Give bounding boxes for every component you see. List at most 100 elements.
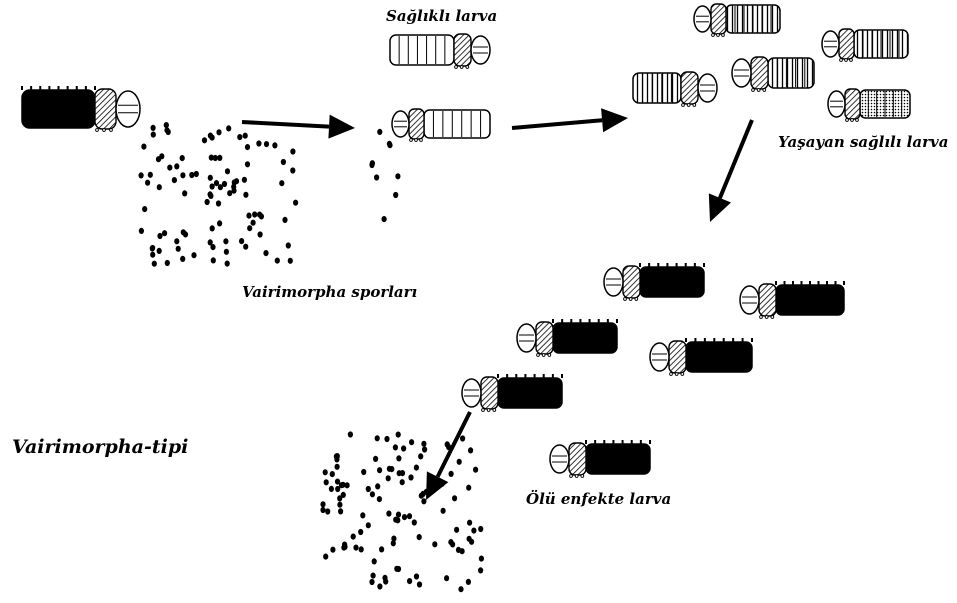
arrow-spores-to-larva — [242, 115, 355, 139]
spore-dot — [396, 432, 401, 438]
spore-dot — [369, 162, 374, 168]
surviving-larva-4 — [732, 57, 814, 91]
spore-cloud-top — [139, 122, 299, 267]
spore-dot — [396, 511, 401, 517]
spore-dot — [414, 573, 419, 579]
surviving-larva-2 — [822, 29, 908, 61]
surviving-larva-3 — [633, 72, 717, 106]
spore-dot — [139, 172, 144, 178]
spore-dot — [288, 258, 293, 264]
spore-dot — [180, 172, 185, 178]
spore-dot — [337, 502, 342, 508]
spore-dot — [412, 519, 417, 525]
spore-dot — [194, 171, 199, 177]
spore-dot — [234, 178, 239, 184]
spore-dot — [174, 238, 179, 244]
spore-dot — [157, 248, 162, 254]
spore-dot — [389, 466, 394, 472]
spore-dot — [290, 148, 295, 154]
spore-dot — [387, 142, 392, 148]
spore-dot — [286, 242, 291, 248]
spore-dot — [257, 212, 262, 218]
spore-dot — [449, 471, 454, 477]
spore-dot — [467, 520, 472, 526]
spore-dot — [348, 431, 353, 437]
spore-dot — [247, 225, 252, 231]
spore-dot — [243, 244, 248, 250]
spore-dot — [275, 258, 280, 264]
spore-dot — [393, 517, 398, 523]
spore-dot — [377, 496, 382, 502]
dead-larva-5 — [462, 374, 562, 411]
spore-dot — [225, 261, 230, 267]
diagram-title: Vairimorpha-tipi — [12, 436, 188, 458]
spore-cloud-small — [369, 129, 400, 222]
spore-dot — [366, 522, 371, 528]
spore-dot — [377, 467, 382, 473]
spore-dot — [176, 246, 181, 252]
spore-dot — [264, 141, 269, 147]
spore-dot — [150, 245, 155, 251]
spore-dot — [263, 250, 268, 256]
spore-groups — [139, 122, 485, 592]
spore-dot — [339, 482, 344, 488]
spore-dot — [323, 469, 328, 475]
spore-dot — [252, 211, 257, 217]
spore-dot — [466, 579, 471, 585]
spore-dot — [407, 513, 412, 519]
spore-dot — [282, 217, 287, 223]
spore-dot — [407, 578, 412, 584]
spore-dot — [224, 249, 229, 255]
spore-dot — [251, 220, 256, 226]
spore-dot — [226, 125, 231, 131]
spore-dot — [218, 184, 223, 190]
spore-dot — [395, 173, 400, 179]
spore-dot — [342, 542, 347, 548]
arrow-to-survivors — [512, 108, 628, 132]
spore-dot — [145, 180, 150, 186]
healthy-larva-label: Sağlıklı larva — [386, 7, 497, 25]
spore-dot — [139, 228, 144, 234]
arrows-group — [242, 108, 752, 500]
spore-dot — [223, 238, 228, 244]
spore-dot — [417, 534, 422, 540]
spore-dot — [375, 483, 380, 489]
spore-dot — [401, 445, 406, 451]
spore-dot — [384, 436, 389, 442]
spore-dot — [281, 159, 286, 165]
spore-dot — [150, 252, 155, 258]
spore-dot — [141, 144, 146, 150]
spore-dot — [402, 514, 407, 520]
spore-dot — [460, 435, 465, 441]
spore-dot — [372, 558, 377, 564]
spore-dot — [338, 508, 343, 514]
spore-dot — [396, 566, 401, 572]
spore-dot — [351, 534, 356, 540]
spore-dot — [246, 213, 251, 219]
spore-dot — [377, 129, 382, 135]
spore-dot — [164, 122, 169, 128]
spore-dot — [408, 474, 413, 480]
spore-dot — [191, 252, 196, 258]
spore-dot — [174, 163, 179, 169]
spore-dot — [217, 220, 222, 226]
spore-dot — [391, 540, 396, 546]
spore-dot — [329, 486, 334, 492]
spore-dot — [211, 257, 216, 263]
dead-larva-6 — [550, 440, 650, 477]
spore-dot — [335, 464, 340, 470]
spore-dot — [417, 581, 422, 587]
spore-dot — [374, 174, 379, 180]
spore-dot — [379, 546, 384, 552]
spore-dot — [208, 191, 213, 197]
spore-dot — [231, 188, 236, 194]
spore-dot — [452, 495, 457, 501]
spore-dot — [421, 441, 426, 447]
spore-dot — [165, 260, 170, 266]
spore-dot — [386, 475, 391, 481]
surviving-larva-5 — [828, 89, 910, 121]
spore-dot — [210, 183, 215, 189]
spore-dot — [181, 229, 186, 235]
spore-dot — [418, 453, 423, 459]
